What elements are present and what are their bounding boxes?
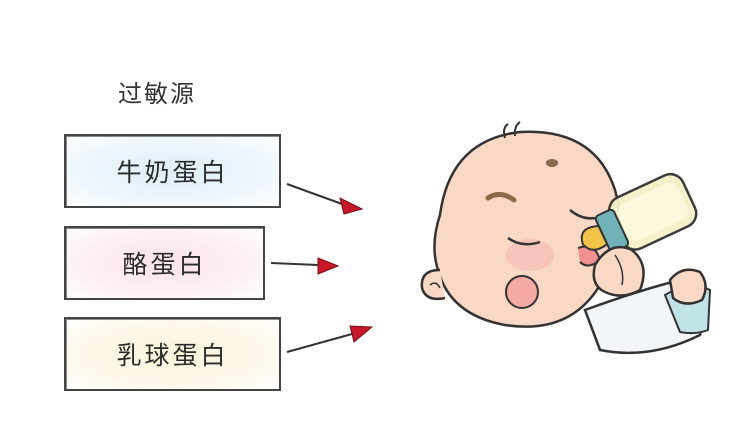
arrow-3 xyxy=(286,325,374,353)
allergen-label: 乳球蛋白 xyxy=(116,341,229,370)
allergen-box-milk-protein: 牛奶蛋白 xyxy=(64,134,281,208)
baby-drinking-bottle-icon xyxy=(420,121,712,355)
allergen-box-casein: 酪蛋白 xyxy=(64,226,265,300)
allergen-box-lactoglobulin: 乳球蛋白 xyxy=(64,317,281,391)
allergen-label: 牛奶蛋白 xyxy=(116,158,229,187)
allergen-title: 过敏源 xyxy=(118,80,196,108)
allergen-label: 酪蛋白 xyxy=(122,250,207,279)
arrow-1 xyxy=(286,183,364,215)
arrow-2 xyxy=(270,257,340,275)
